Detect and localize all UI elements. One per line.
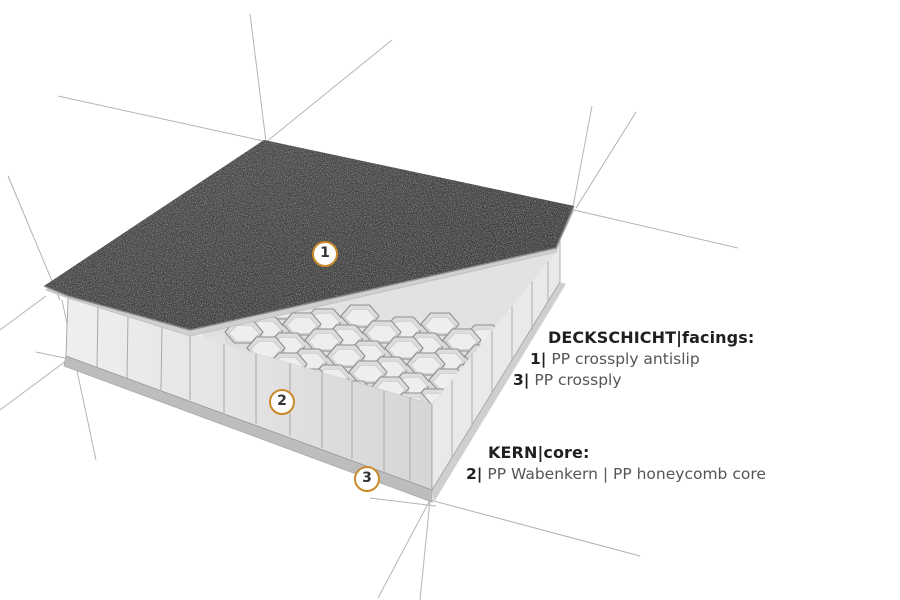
honeycomb-cell xyxy=(633,417,671,439)
honeycomb-cell-inner xyxy=(498,401,530,404)
honeycomb-cell-inner xyxy=(557,414,587,430)
core-item-2: 2| PP Wabenkern | PP honeycomb core xyxy=(466,465,866,483)
facing-item-3: 3| PP crossply xyxy=(513,371,853,389)
honeycomb-cell-inner xyxy=(601,426,631,442)
facing-item-3-number: 3| xyxy=(513,371,530,389)
honeycomb-cell-wall xyxy=(531,384,556,404)
honeycomb-cell-inner xyxy=(521,418,551,434)
guide-lines xyxy=(0,13,739,600)
core-legend: KERN|core: 2| PP Wabenkern | PP honeycom… xyxy=(466,443,866,483)
honeycomb-cell-inner xyxy=(534,397,556,404)
honeycomb-cell-inner xyxy=(593,390,623,406)
honeycomb-cell xyxy=(517,413,555,435)
core-item-2-text: PP Wabenkern | PP honeycomb core xyxy=(482,465,766,483)
honeycomb-cell xyxy=(494,396,534,404)
layer-marker-3: 3 xyxy=(354,466,380,492)
facing-item-1-text: PP crossply antislip xyxy=(546,350,700,368)
facings-legend: DECKSCHICHT|facings: 1| PP crossply anti… xyxy=(513,328,853,389)
honeycomb-cell xyxy=(553,409,591,431)
honeycomb-cell-wall xyxy=(553,400,556,404)
honeycomb-cell xyxy=(575,405,613,427)
honeycomb-cell-inner xyxy=(615,406,645,422)
facings-heading: DECKSCHICHT|facings: xyxy=(548,328,755,347)
honeycomb-cell-inner xyxy=(579,410,609,426)
honeycomb-cell-wall xyxy=(589,396,627,444)
facing-item-1: 1| PP crossply antislip xyxy=(530,350,853,368)
top-facing-layer xyxy=(43,140,575,337)
honeycomb-cell-wall xyxy=(509,388,547,404)
honeycomb-cell xyxy=(552,388,556,404)
honeycomb-cell-inner xyxy=(637,422,667,438)
honeycomb-cell xyxy=(530,392,556,404)
layer-marker-2: 2 xyxy=(269,389,295,415)
core-heading: KERN|core: xyxy=(488,443,590,462)
layer-marker-1: 1 xyxy=(312,241,338,267)
honeycomb-cell xyxy=(597,421,635,443)
facing-item-3-text: PP crossply xyxy=(529,371,622,389)
facing-item-1-number: 1| xyxy=(530,350,547,368)
honeycomb-cell-inner xyxy=(557,394,587,410)
core-item-2-number: 2| xyxy=(466,465,483,483)
honeycomb-cell xyxy=(611,401,649,423)
